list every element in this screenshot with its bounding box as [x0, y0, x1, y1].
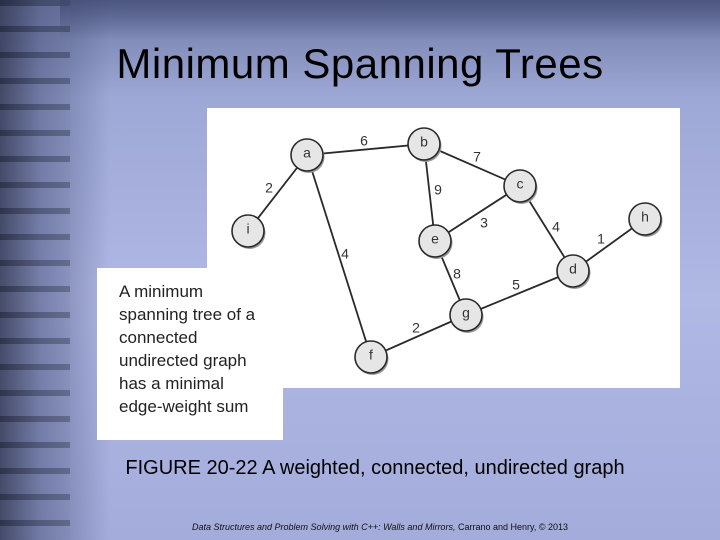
node-circle-g: [449, 298, 483, 332]
callout-line-2: spanning tree of a: [119, 305, 256, 324]
node-circle-a: [290, 138, 324, 172]
edge-weight-e-g: 8: [453, 266, 461, 282]
edge-e-c: [434, 185, 521, 242]
node-circle-f: [354, 340, 388, 374]
edge-weight-e-c: 3: [480, 215, 488, 231]
node-h: h: [628, 202, 663, 237]
callout-line-3: connected: [119, 328, 198, 347]
node-circle-d: [556, 254, 590, 288]
edge-weight-c-d: 4: [552, 219, 560, 235]
node-label-i: i: [246, 221, 249, 237]
edge-weight-b-c: 7: [473, 149, 481, 165]
edge-a-f: [306, 154, 372, 358]
node-c: c: [503, 169, 538, 204]
edge-weight-a-b: 6: [360, 133, 368, 149]
node-i: i: [231, 214, 266, 249]
figure-caption: FIGURE 20-22 A weighted, connected, undi…: [125, 457, 625, 479]
edge-a-b: [306, 143, 425, 156]
node-g: g: [449, 298, 484, 333]
edge-f-g: [370, 314, 467, 358]
node-label-a: a: [303, 145, 311, 161]
edge-weight-g-d: 5: [512, 277, 520, 293]
edge-weight-a-i: 2: [265, 180, 273, 196]
node-label-f: f: [369, 347, 373, 363]
callout-line-5: has a minimal: [119, 374, 224, 393]
callout-line-6: edge-weight sum: [119, 397, 249, 416]
callout-panel: A minimum spanning tree of a connected u…: [97, 268, 283, 440]
edge-weight-f-g: 2: [412, 320, 420, 336]
node-label-e: e: [431, 231, 439, 247]
node-label-h: h: [641, 209, 649, 225]
node-a: a: [290, 138, 325, 173]
edge-weight-a-f: 4: [341, 246, 349, 262]
node-label-d: d: [569, 261, 577, 277]
footer-credit: Carrano and Henry, © 2013: [455, 522, 568, 532]
node-circle-c: [503, 169, 537, 203]
slide-footer: Data Structures and Problem Solving with…: [0, 522, 720, 532]
node-f: f: [354, 340, 389, 375]
edge-weight-b-e: 9: [434, 182, 442, 198]
node-label-c: c: [517, 176, 524, 192]
node-circle-i: [231, 214, 265, 248]
node-circle-e: [418, 224, 452, 258]
node-circle-b: [407, 127, 441, 161]
node-label-b: b: [420, 134, 428, 150]
edge-g-d: [465, 270, 574, 316]
callout-line-1: A minimum: [119, 282, 204, 301]
slide-title: Minimum Spanning Trees: [116, 40, 604, 87]
node-d: d: [556, 254, 591, 289]
node-circle-h: [628, 202, 662, 236]
edge-weight-h-d: 1: [597, 231, 605, 247]
callout-line-4: undirected graph: [119, 351, 247, 370]
node-b: b: [407, 127, 442, 162]
node-e: e: [418, 224, 453, 259]
node-label-g: g: [462, 305, 470, 321]
footer-book-title: Data Structures and Problem Solving with…: [192, 522, 456, 532]
